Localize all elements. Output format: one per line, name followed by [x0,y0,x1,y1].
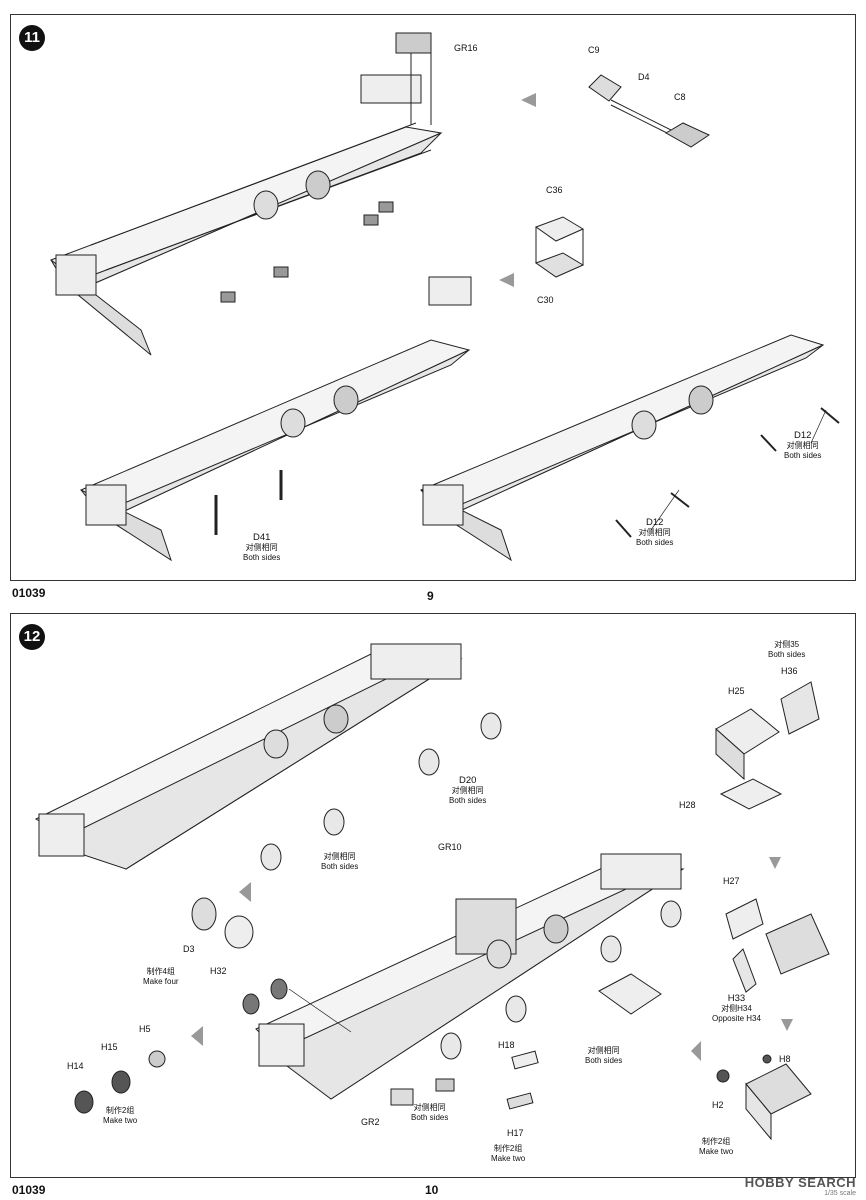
bracket-parts-c9-d4-c8 [588,74,711,148]
note-cn-make2b: 制作2组 [493,1144,523,1153]
product-code-top: 01039 [12,586,46,600]
shelter-parts-h25-h36-h28 [715,681,820,810]
part-label-h14: H14 [67,1061,84,1071]
part-label-gr16: GR16 [454,43,478,53]
watermark-brand: HOBBY SEARCH [744,1175,856,1190]
note-en-h33: Opposite H34 [712,1014,761,1023]
part-label-h36: H36 [781,666,798,676]
instruction-panel-step-12: 12 [10,613,856,1178]
callout-make-two-c: 制作2组 Make two [699,1137,733,1157]
part-label-h25: H25 [728,686,745,696]
exhaust-parts-h14-h15-h5 [74,1050,166,1114]
note-cn-d12-lower: 对侧相同 [638,528,671,537]
note-en-35: Both sides [768,650,806,659]
callout-make-four: 制作4组 Make four [143,967,179,987]
note-cn-d12-upper: 对侧相同 [786,441,819,450]
callout-d20: D20 对侧相同 Both sides [449,776,486,806]
callout-h33: H33 对侧H34 Opposite H34 [712,994,761,1024]
callout-d12-upper: D12 对侧相同 Both sides [784,431,821,461]
note-en-d20: Both sides [449,796,487,805]
part-label-c9: C9 [588,45,600,55]
chassis-assembly-diagrams-step-11 [49,32,840,562]
note-cn-d41: 对侧相同 [245,543,278,552]
note-cn-tank: 对侧相同 [587,1046,620,1055]
instruction-panel-step-11: 11 [10,14,856,581]
part-label-c36: C36 [546,185,563,195]
product-code-bottom: 01039 [12,1183,46,1197]
note-cn-d20: 对侧相同 [451,786,484,795]
part-label-h28: H28 [679,800,696,810]
part-label-d12-lower: D12 [645,517,664,528]
part-label-h17: H17 [507,1128,524,1138]
note-en-wheels: Both sides [321,862,359,871]
note-cn-wheels: 对侧相同 [323,852,356,861]
part-label-h27: H27 [723,876,740,886]
part-label-d4: D4 [638,72,650,82]
page-number-top: 9 [427,589,434,603]
note-cn-gr2: 对侧相同 [413,1103,446,1112]
part-label-d20: D20 [458,775,477,786]
part-label-c8: C8 [674,92,686,102]
part-label-gr2: GR2 [361,1117,380,1127]
chassis-assembly-diagrams-step-12 [34,643,830,1141]
hobby-search-watermark: HOBBY SEARCH 1/35 scale [745,1175,856,1197]
note-en-d12-lower: Both sides [636,538,674,547]
box-parts-c36-c30 [534,216,585,278]
callout-d41: D41 对侧相同 Both sides [243,533,280,563]
note-cn-h33: 对侧H34 [721,1004,752,1013]
callout-tank-both-sides: 对侧相同 Both sides [585,1046,622,1066]
note-en-make2a: Make two [103,1116,138,1125]
part-label-h15: H15 [101,1042,118,1052]
note-cn-make2c: 制作2组 [701,1137,731,1146]
note-cn-35: 对侧35 [774,640,800,649]
note-cn-make2a: 制作2组 [105,1106,135,1115]
part-label-d3: D3 [183,944,195,954]
callout-make-two-a: 制作2组 Make two [103,1106,137,1126]
callout-35-both-sides: 对侧35 Both sides [768,640,805,660]
part-label-h33: H33 [727,993,746,1004]
part-label-h32: H32 [210,966,227,976]
note-en-make2c: Make two [699,1147,734,1156]
note-en-d41: Both sides [243,553,281,562]
chassis-drawing-3 [420,334,840,562]
note-en-make2b: Make two [491,1154,526,1163]
chassis-drawing-upper [34,643,502,871]
chassis-drawing-lower [242,853,685,1106]
page-number-bottom: 10 [425,1183,439,1197]
part-label-h2: H2 [712,1100,724,1110]
note-en-d12-upper: Both sides [784,451,822,460]
chassis-drawing-1 [49,32,443,356]
note-cn-make4: 制作4组 [146,967,176,976]
note-en-gr2: Both sides [411,1113,449,1122]
shelter-parts-h2-h8 [716,1054,812,1141]
shelter-parts-h27-h33 [725,898,830,993]
watermark-tag: 1/35 scale [824,1190,856,1197]
part-label-h5: H5 [139,1024,151,1034]
step-number-badge: 11 [19,25,45,51]
callout-d12-lower: D12 对侧相同 Both sides [636,518,673,548]
step-number-badge: 12 [19,624,45,650]
tank-parts-h17-h18 [506,1050,539,1110]
callout-wheels: 对侧相同 Both sides [321,852,358,872]
callout-make-two-b: 制作2组 Make two [491,1144,525,1164]
chassis-drawing-2 [79,276,472,562]
part-label-h8: H8 [779,1054,791,1064]
part-label-d41: D41 [252,532,271,543]
note-en-make4: Make four [143,977,179,986]
fender-parts-d3-h32 [191,897,254,949]
callout-gr2-both-sides: 对侧相同 Both sides [411,1103,448,1123]
part-label-d12-upper: D12 [793,430,812,441]
part-label-c30: C30 [537,295,554,305]
note-en-tank: Both sides [585,1056,623,1065]
part-label-gr10: GR10 [438,842,462,852]
part-label-h18: H18 [498,1040,515,1050]
